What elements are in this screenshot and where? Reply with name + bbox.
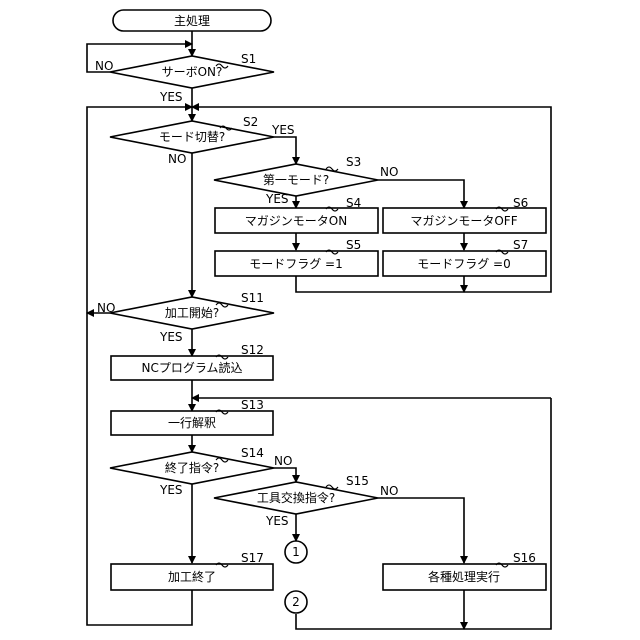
connector-1-label: 1	[292, 545, 300, 559]
connector-2-label: 2	[292, 595, 300, 609]
s11-tag: S11	[241, 291, 264, 305]
s17-tag: S17	[241, 551, 264, 565]
s16-tag: S16	[513, 551, 536, 565]
s14-tag: S14	[241, 446, 264, 460]
s14-no-label: NO	[274, 454, 292, 468]
s2-label: モード切替?	[159, 130, 225, 144]
s12-tag: S12	[241, 343, 264, 357]
edge-c2-down	[296, 614, 464, 629]
s5-label: モードフラグ =1	[249, 257, 343, 271]
s15-no-label: NO	[380, 484, 398, 498]
s2-no-label: NO	[168, 152, 186, 166]
s14-yes-label: YES	[159, 483, 183, 497]
s1-tag: S1	[241, 52, 256, 66]
s13-label: 一行解釈	[168, 416, 216, 430]
s3-no-label: NO	[380, 165, 398, 179]
s5-tag: S5	[346, 238, 361, 252]
s3-yes-label: YES	[265, 192, 289, 206]
s16-label: 各種処理実行	[428, 569, 500, 584]
s3-label: 第一モード?	[263, 173, 329, 187]
s11-yes-label: YES	[159, 330, 183, 344]
s2-yes-label: YES	[271, 123, 295, 137]
s7-tag: S7	[513, 238, 528, 252]
s15-yes-label: YES	[265, 514, 289, 528]
edge-s3-no	[378, 180, 464, 208]
s17-label: 加工終了	[168, 569, 216, 584]
s4-tag: S4	[346, 196, 361, 210]
s7-label: モードフラグ =0	[417, 257, 511, 271]
start-label: 主処理	[174, 14, 210, 28]
s4-label: マガジンモータON	[245, 214, 347, 228]
s1-label: サーボON?	[162, 65, 223, 79]
s12-label: NCプログラム読込	[142, 360, 243, 375]
s1-no-label: NO	[95, 59, 113, 73]
edge-s5-merge	[296, 276, 464, 292]
s15-label: 工具交換指令?	[257, 490, 335, 505]
s14-label: 終了指令?	[165, 460, 219, 475]
s11-no-label: NO	[97, 301, 115, 315]
s2-tag: S2	[243, 115, 258, 129]
s3-tag: S3	[346, 155, 361, 169]
s6-tag: S6	[513, 196, 528, 210]
s11-label: 加工開始?	[165, 306, 219, 320]
s6-label: マガジンモータOFF	[410, 214, 517, 228]
edge-s14-no	[274, 468, 296, 482]
s15-tag: S15	[346, 474, 369, 488]
edge-s15-no	[378, 498, 464, 563]
edge-right-trunk	[464, 398, 551, 629]
s1-yes-label: YES	[159, 90, 183, 104]
edge-s2-yes	[274, 137, 296, 164]
s13-tag: S13	[241, 398, 264, 412]
